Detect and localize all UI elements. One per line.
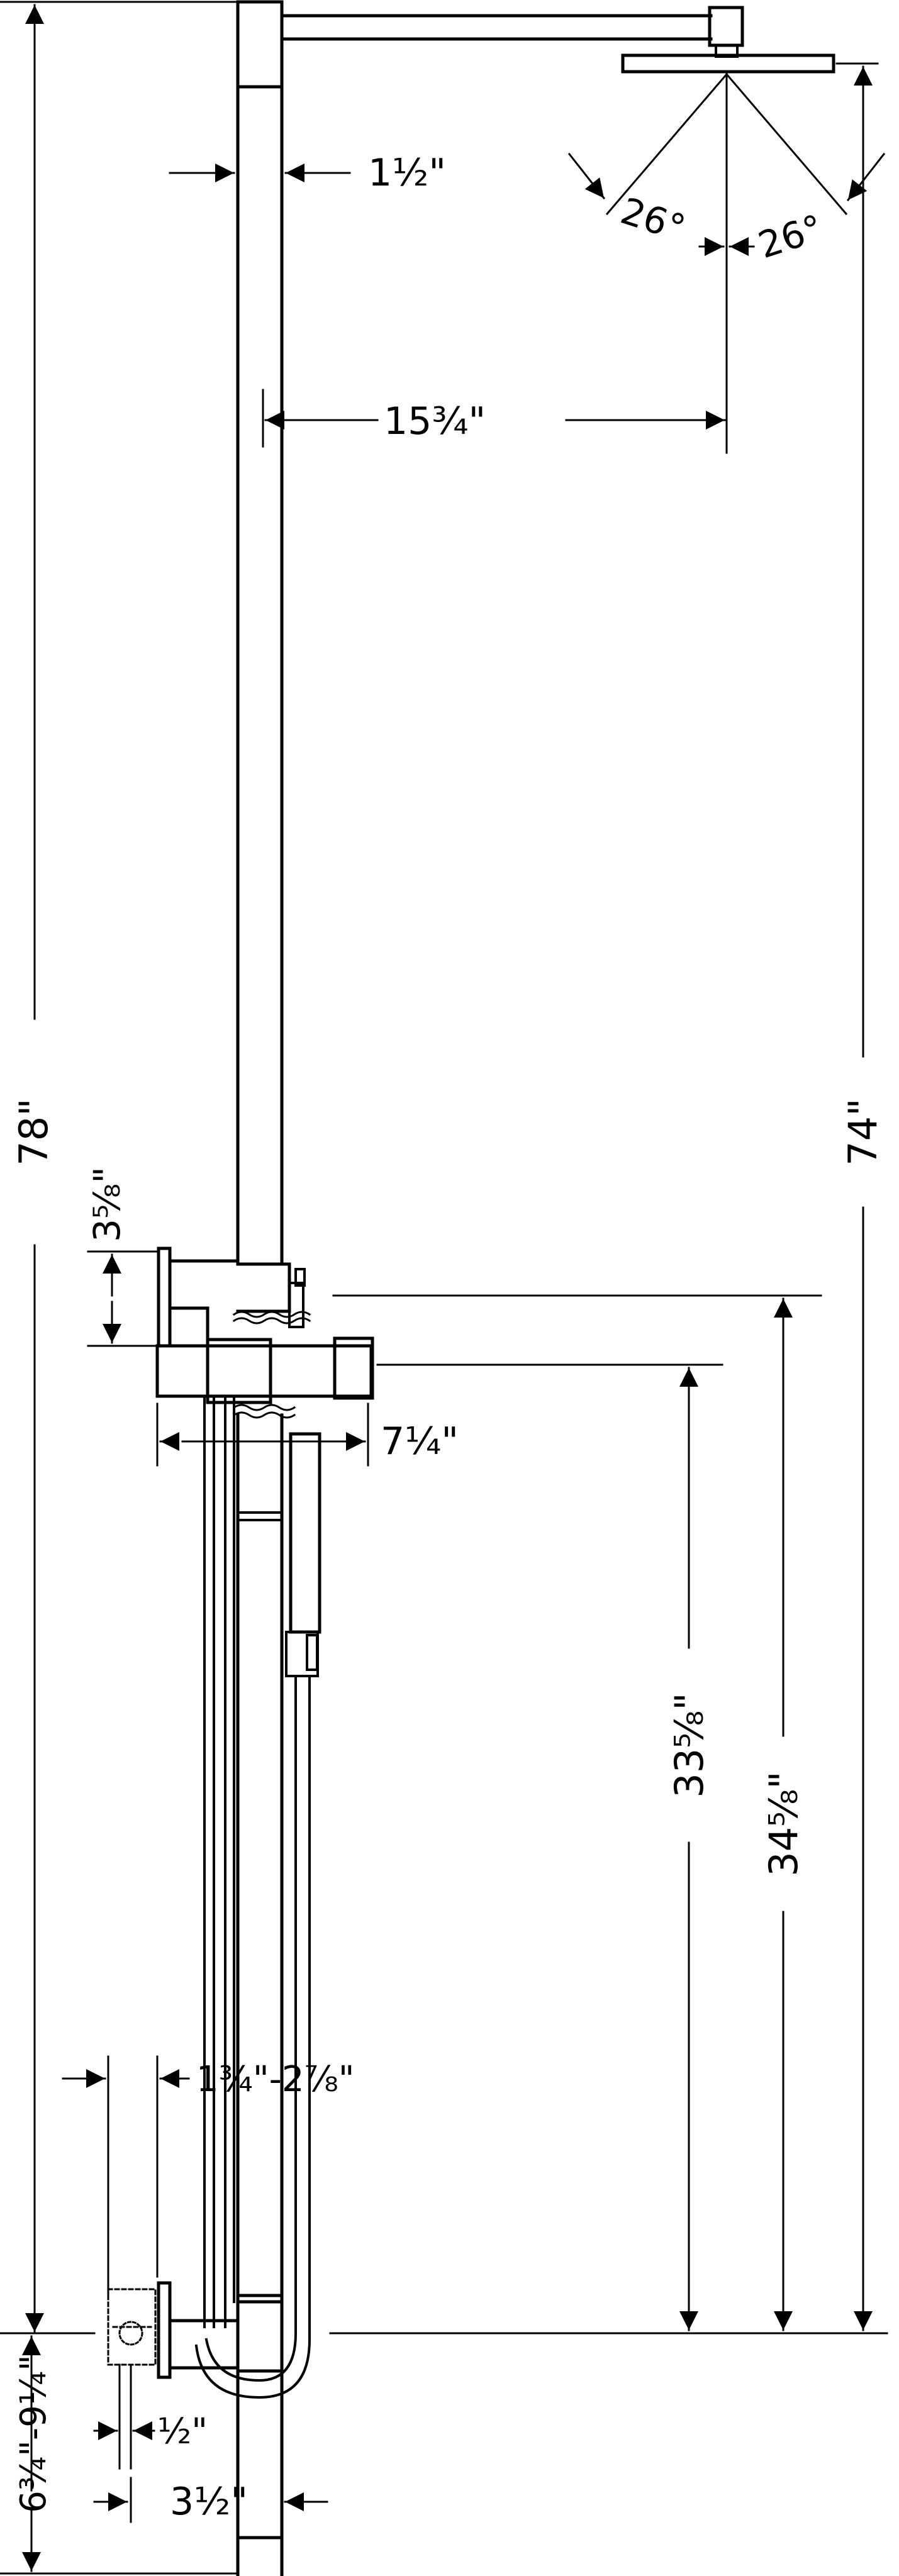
- upper-outlet-height-label: 34⅝": [761, 1771, 807, 1877]
- lower-outlet-height-label: 33⅝": [666, 1692, 712, 1798]
- wall-depth-range-label: 1¾"-2⅞": [196, 2059, 355, 2100]
- wall-offset-label: 3½": [170, 2480, 248, 2524]
- spray-angle-right-label: 26°: [753, 206, 828, 267]
- rough-in-range-label: 6¾"-9¼": [13, 2355, 54, 2513]
- overall-height-label: 78": [11, 1098, 57, 1165]
- thermostat-width-label: 7¼": [381, 1419, 459, 1463]
- arm-reach-label: 15¾": [384, 399, 486, 443]
- showerhead-height-label: 74": [840, 1098, 886, 1165]
- shower-column: [236, 0, 744, 1266]
- pipe-diameter-label: 1½": [368, 151, 446, 195]
- spray-angle-left-label: 26°: [616, 189, 691, 250]
- half-inch-label: ½": [157, 2411, 208, 2452]
- valve-body-height-label: 3⅝": [86, 1167, 128, 1242]
- showerhead: [605, 53, 848, 454]
- thermostat-body: [155, 1246, 374, 1419]
- lower-column: [107, 1395, 321, 2576]
- dimension-labels: 1½" 26° 26° 15¾" 78" 74" 3⅝" 7¼" 33⅝" 34…: [11, 151, 886, 2524]
